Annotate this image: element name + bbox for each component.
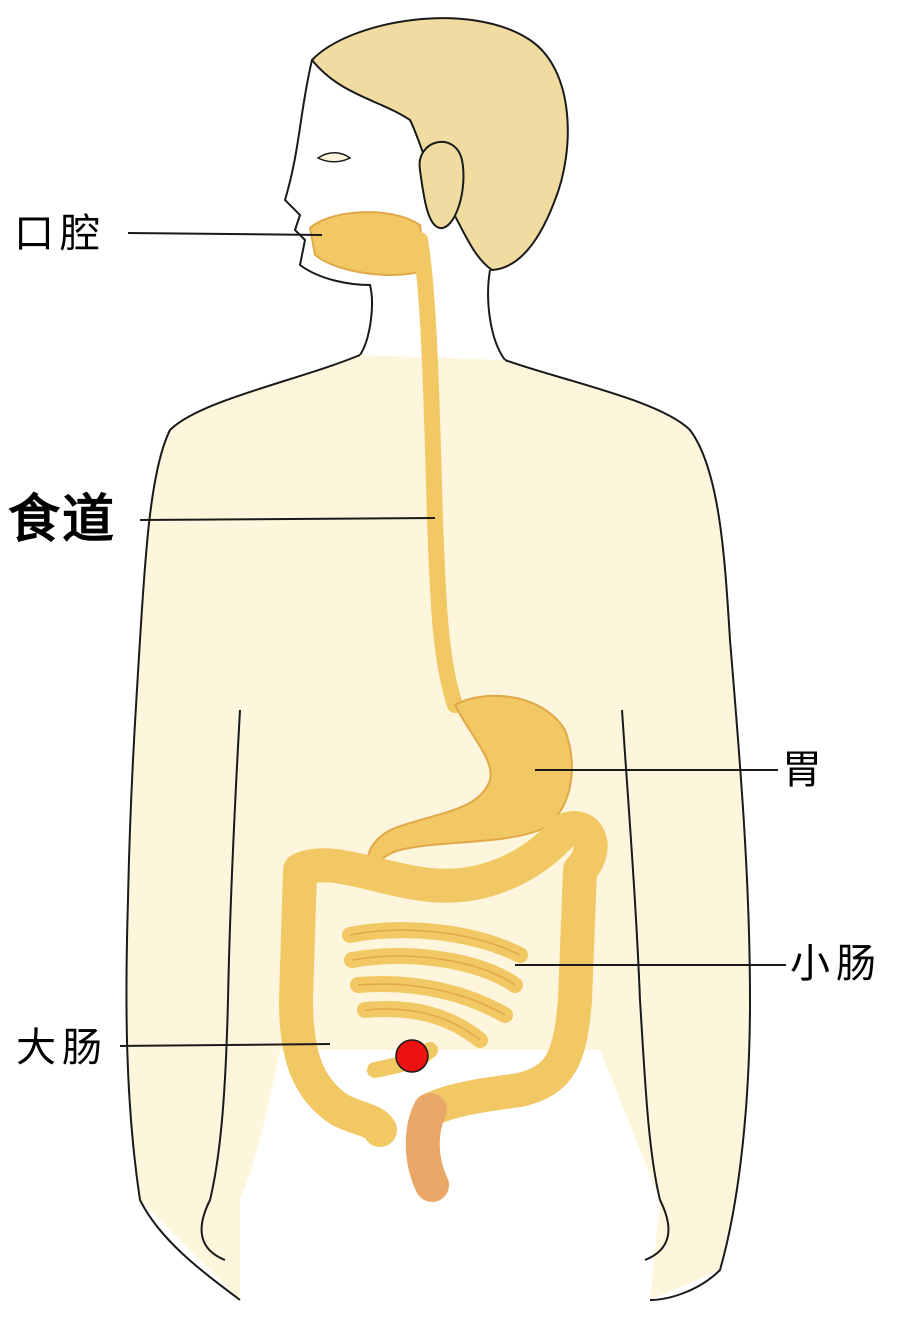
eye [318, 153, 350, 162]
label-esophagus: 食道 [8, 494, 116, 546]
red-marker-dot [396, 1040, 428, 1072]
mouth-cavity [310, 212, 425, 275]
neck-back [488, 270, 505, 360]
label-large-intestine: 大肠 [16, 1028, 108, 1068]
label-stomach: 胃 [782, 750, 828, 790]
label-small-intestine: 小肠 [790, 944, 882, 984]
rectum [423, 1110, 432, 1185]
face [285, 60, 372, 355]
mouth-leader-line [128, 233, 322, 235]
label-mouth: 口腔 [14, 214, 106, 254]
